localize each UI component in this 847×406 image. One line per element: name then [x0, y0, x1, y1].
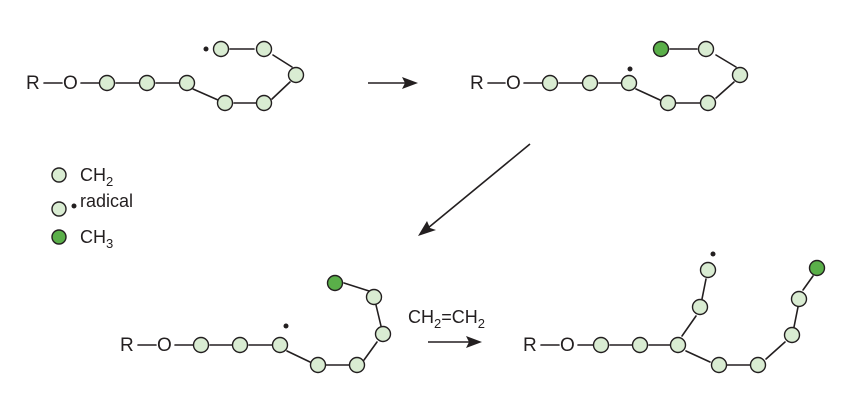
oxygen-label: O: [560, 335, 575, 356]
r-group-label: R: [26, 73, 40, 94]
ch2-atom: [659, 94, 677, 112]
bond: [286, 350, 311, 363]
bond: [765, 341, 786, 360]
bond: [715, 54, 737, 68]
bond: [802, 275, 814, 291]
ch2-atom: [697, 40, 715, 58]
r-group-label: R: [470, 73, 484, 94]
legend-ch2-swatch: [51, 167, 67, 183]
ch2-atom: [691, 298, 709, 316]
bond: [192, 88, 219, 101]
radical-dot: [710, 251, 716, 257]
ch2-atom: [592, 336, 610, 354]
ch2-radical-atom: [271, 336, 289, 354]
ch2-atom: [138, 74, 156, 92]
legend-ch2-label: CH2: [80, 165, 113, 189]
ch2-atom: [365, 288, 383, 306]
reaction-arrow-2: [418, 143, 531, 236]
oxygen-label: O: [63, 73, 78, 94]
ch2-atom: [631, 336, 649, 354]
ch2-atom: [710, 356, 728, 374]
ch3-atom: [652, 40, 670, 58]
ch2-atom: [541, 74, 559, 92]
ch2-atom: [98, 74, 116, 92]
ch2-radical-atom: [699, 261, 717, 279]
bond: [363, 341, 378, 361]
radical-dot: [203, 46, 209, 52]
radical-dot: [283, 323, 289, 329]
oxygen-label: O: [506, 73, 521, 94]
ch2-atom: [731, 66, 749, 84]
ch2-atom: [255, 94, 273, 112]
ethylene-addition-step: CH2=CH2: [408, 307, 485, 348]
structure-1: R O: [26, 40, 305, 112]
ch2-atom: [287, 66, 305, 84]
ch2-atom: [374, 325, 392, 343]
bond: [793, 306, 799, 328]
reagent-label: CH2=CH2: [408, 307, 485, 331]
ch2-atom: [231, 336, 249, 354]
ch2-atom: [783, 326, 801, 344]
bond: [343, 282, 370, 292]
ch2-radical-atom: [212, 40, 230, 58]
ch2-atom: [749, 356, 767, 374]
reaction-arrow-1: [368, 77, 418, 89]
bond: [715, 81, 735, 99]
r-group-label: R: [120, 335, 134, 356]
ch2-atom: [309, 356, 327, 374]
ch2-atom: [216, 94, 234, 112]
bond: [681, 315, 697, 337]
ch2-branch-atom: [669, 336, 687, 354]
bond: [685, 350, 711, 363]
structure-3: R O: [120, 274, 392, 374]
legend-radical-label: radical: [80, 191, 133, 211]
legend-radical-dot: [71, 203, 77, 209]
ch3-atom: [326, 274, 344, 292]
ch2-atom: [790, 290, 808, 308]
structure-2: R O: [470, 40, 749, 112]
ch2-atom: [699, 94, 717, 112]
ch2-atom: [192, 336, 210, 354]
legend: CH2 radical CH3: [51, 165, 133, 251]
r-group-label: R: [523, 335, 537, 356]
bond: [701, 278, 707, 300]
structure-4: R O: [523, 251, 826, 374]
ch2-atom: [348, 356, 366, 374]
legend-radical-swatch: [51, 201, 67, 217]
ch3-atom: [808, 259, 826, 277]
ch2-atom: [581, 74, 599, 92]
ch2-atom: [255, 40, 273, 58]
legend-ch3-label: CH3: [80, 227, 113, 251]
radical-dot: [627, 66, 633, 72]
oxygen-label: O: [157, 335, 172, 356]
ch2-radical-atom: [620, 74, 638, 92]
bond: [375, 304, 382, 327]
bond: [271, 81, 291, 100]
legend-ch3-swatch: [51, 229, 67, 245]
bond: [272, 54, 293, 68]
bond: [635, 88, 661, 101]
ch2-atom: [178, 74, 196, 92]
